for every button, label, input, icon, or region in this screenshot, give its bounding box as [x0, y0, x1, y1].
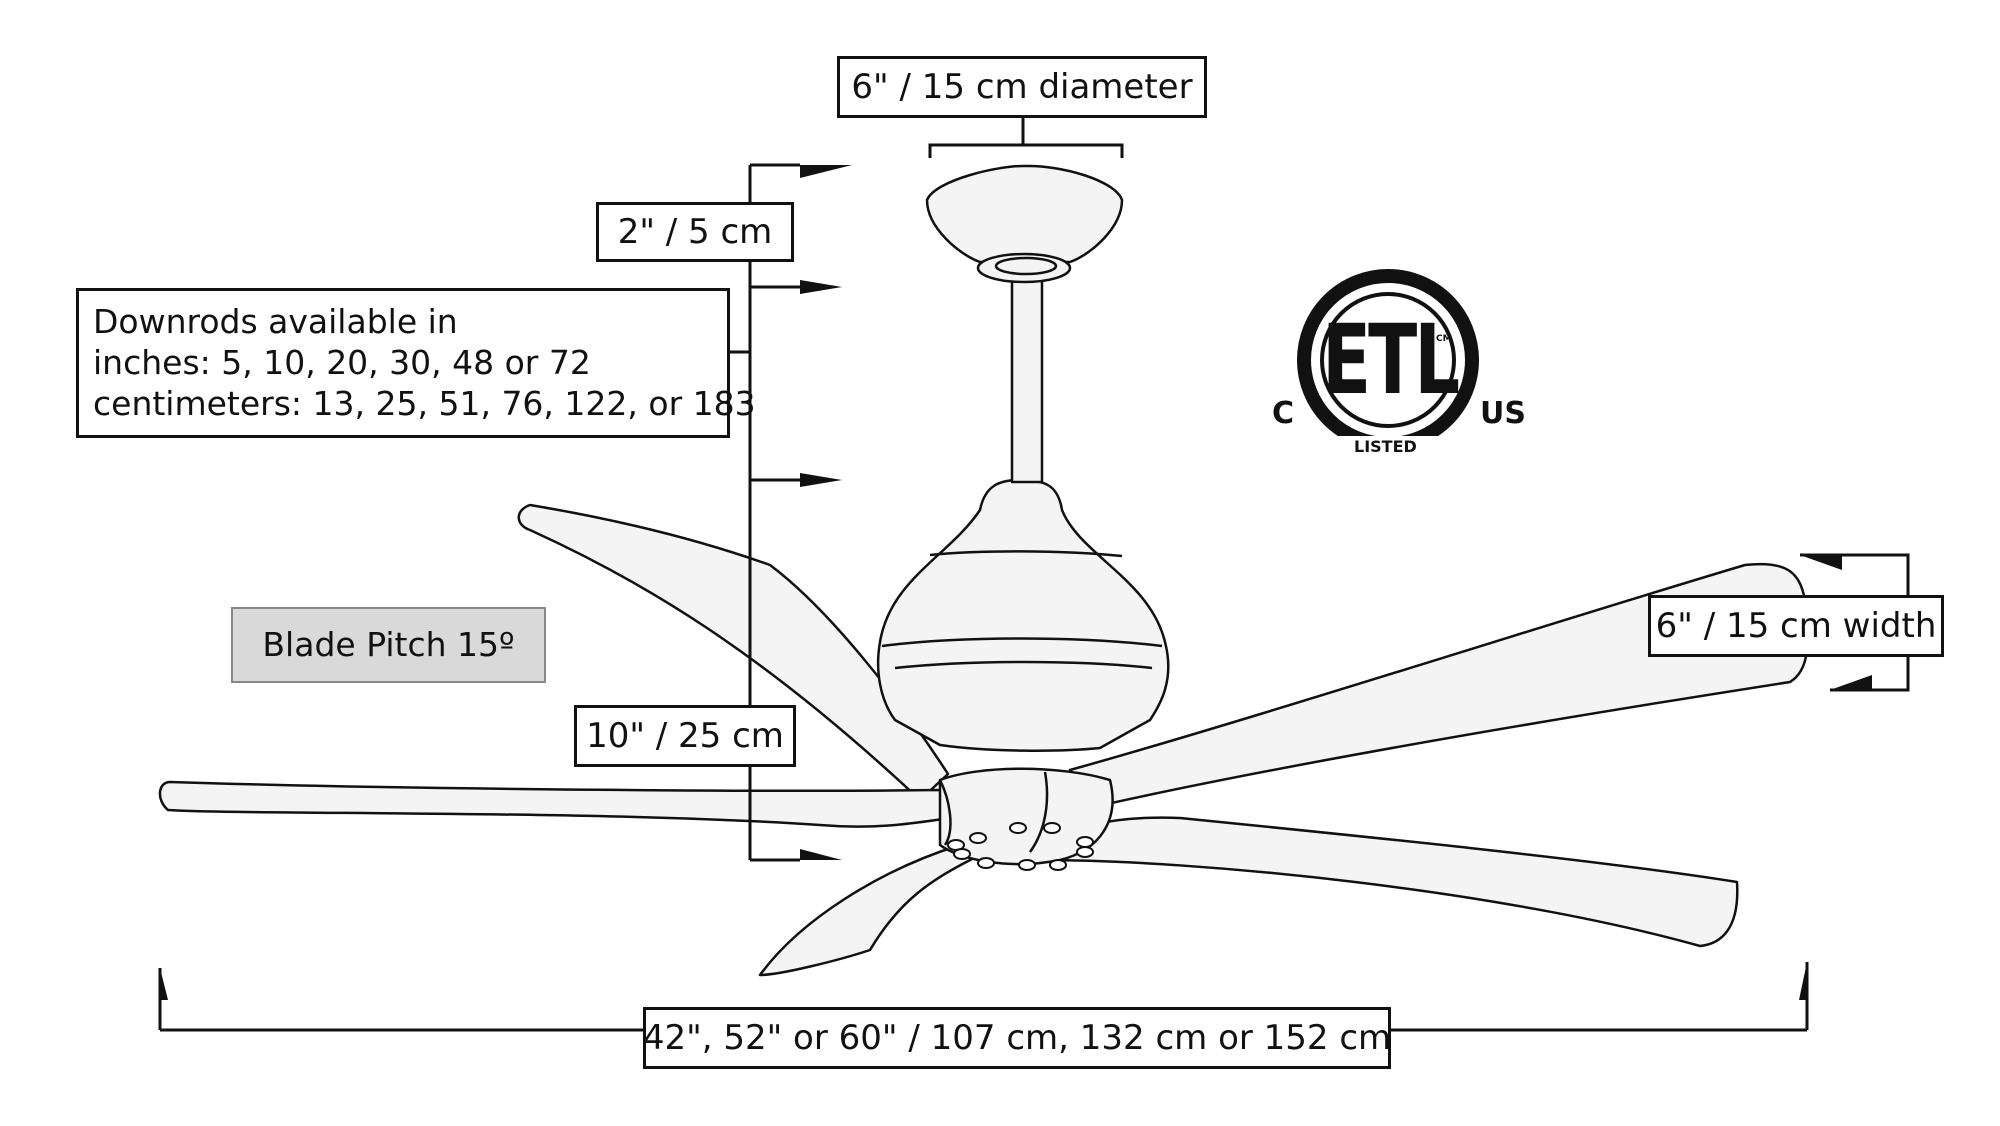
fan-blade-upper-left [517, 503, 950, 802]
fan-span-label: 42", 52" or 60" / 107 cm, 132 cm or 152 … [643, 1007, 1391, 1069]
downrod [1010, 262, 1044, 484]
canopy-diameter-bracket [928, 118, 1124, 158]
downrod-options-line1: Downrods available in [93, 302, 458, 341]
etl-c-text: C [1272, 396, 1295, 431]
fan-motor-housing [876, 478, 1170, 752]
downrod-options-line2: inches: 5, 10, 20, 30, 48 or 72 [93, 343, 591, 382]
ceiling-canopy [925, 164, 1124, 264]
canopy-gap-label: 2" / 5 cm [596, 202, 794, 262]
downrod-options-line3: centimeters: 13, 25, 51, 76, 122, or 183 [93, 384, 756, 423]
motor-height-label: 10" / 25 cm [574, 705, 796, 767]
fan-blade-lower-left [758, 843, 982, 977]
fan-blade-left [158, 780, 952, 828]
blade-width-label: 6" / 15 cm width [1648, 595, 1944, 657]
etl-mark-text: ETL [1322, 304, 1460, 416]
blade-pitch-label: Blade Pitch 15º [231, 607, 546, 683]
downrod-options-label: Downrods available in inches: 5, 10, 20,… [76, 288, 756, 438]
fan-blade-right-lower [1038, 816, 1739, 948]
etl-listed-text: LISTED [1354, 437, 1417, 456]
etl-cm-text: CM [1436, 334, 1452, 344]
etl-us-text: US [1480, 396, 1526, 431]
canopy-diameter-label: 6" / 15 cm diameter [837, 56, 1207, 118]
etl-certification-logo [1297, 269, 1479, 458]
